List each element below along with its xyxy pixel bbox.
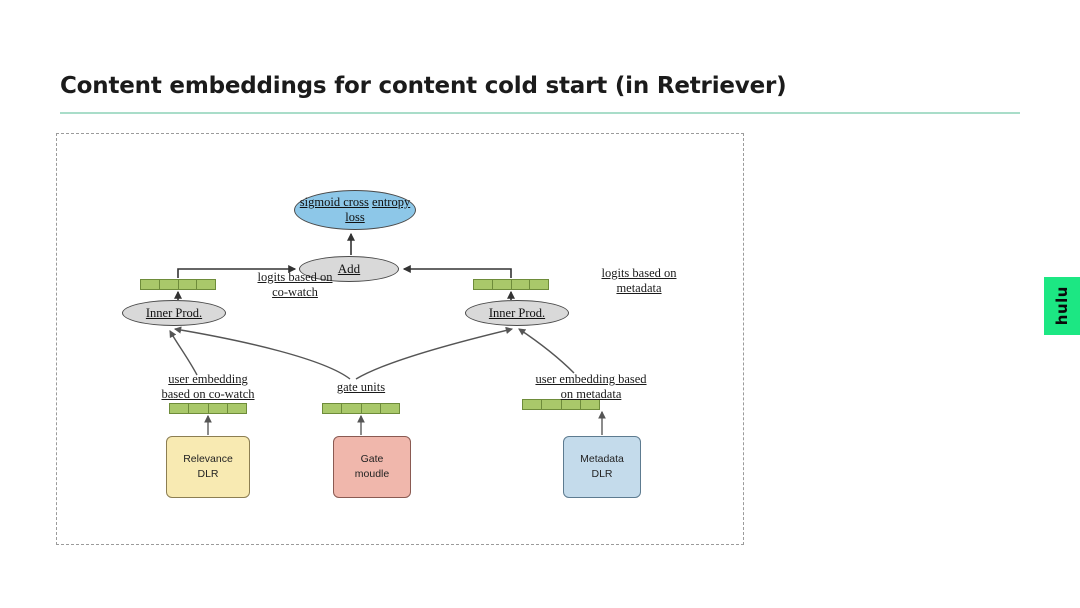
module-metadata-line2: DLR (591, 468, 613, 480)
embedding-cell (170, 404, 190, 413)
module-relevance-line2: DLR (197, 468, 219, 480)
annotation-logits-metadata-line2: metadata (616, 281, 662, 296)
annotation-gate-units: gate units (307, 380, 415, 395)
title-block: Content embeddings for content cold star… (60, 73, 1020, 99)
edge-right-logits-to-add (402, 265, 512, 278)
annotation-logits-metadata: logits based on metadata (556, 266, 722, 297)
hulu-brand-label: hulu (1053, 286, 1071, 326)
embedding-bar-gate-units (322, 403, 400, 414)
annotation-user-meta-line1: user embedding based (535, 372, 647, 386)
embedding-cell (323, 404, 343, 413)
edge-gate-to-innerright (355, 326, 514, 380)
embedding-bar-logits-cowatch (140, 279, 216, 290)
node-inner-prod-right-label: Inner Prod. (488, 306, 546, 320)
annotation-user-meta-line2: on metadata (560, 387, 622, 402)
node-inner-prod-right[interactable]: Inner Prod. (465, 300, 569, 326)
embedding-bar-logits-metadata (473, 279, 549, 290)
annotation-logits-metadata-line1: logits based on (601, 266, 677, 280)
node-inner-prod-left-label: Inner Prod. (145, 306, 203, 320)
node-inner-prod-left[interactable]: Inner Prod. (122, 300, 226, 326)
embedding-cell (381, 404, 399, 413)
module-gate-line1: Gate (360, 452, 384, 465)
edge-usermeta-to-innerright (518, 328, 575, 374)
module-relevance-dlr[interactable]: Relevance DLR (166, 436, 250, 498)
module-metadata-line1: Metadata (580, 452, 624, 465)
annotation-logits-cowatch-line1: logits based on (257, 270, 333, 284)
edge-usercowatch-to-innerleft (169, 330, 198, 376)
title-underline-rule (60, 112, 1020, 114)
page-title: Content embeddings for content cold star… (60, 73, 787, 99)
diagram-dashed-frame (56, 133, 744, 545)
hulu-brand-tab: hulu (1044, 277, 1080, 335)
node-sigmoid-cross-entropy-loss[interactable]: sigmoid cross entropy loss (294, 190, 416, 230)
annotation-user-cowatch-line2: based on co-watch (161, 387, 255, 402)
annotation-logits-cowatch-line2: co-watch (272, 285, 318, 300)
embedding-cell (189, 404, 209, 413)
module-gate-line2: moudle (354, 468, 390, 480)
module-metadata-dlr[interactable]: Metadata DLR (563, 436, 641, 498)
embedding-cell (209, 404, 228, 413)
annotation-user-embedding-cowatch: user embedding based on co-watch (134, 372, 282, 403)
node-add-label: Add (337, 260, 361, 276)
embedding-cell (362, 404, 381, 413)
module-relevance-line1: Relevance (183, 452, 233, 465)
annotation-user-embedding-metadata: user embedding based on metadata (494, 372, 688, 403)
embedding-cell (228, 404, 246, 413)
architecture-diagram: sigmoid cross entropy loss Add Inner Pro… (56, 133, 744, 545)
embedding-bar-user-metadata (522, 399, 600, 410)
embedding-bar-user-cowatch (169, 403, 247, 414)
annotation-gate-units-line1: gate units (336, 380, 386, 394)
embedding-cell (562, 400, 581, 409)
node-loss-line2: entropy loss (345, 195, 411, 224)
embedding-cell (530, 280, 548, 289)
node-loss-line1: sigmoid cross (299, 195, 369, 209)
embedding-cell (197, 280, 215, 289)
annotation-user-cowatch-line1: user embedding (168, 372, 248, 386)
embedding-cell (523, 400, 543, 409)
embedding-cell (493, 280, 512, 289)
annotation-logits-cowatch: logits based on co-watch (220, 270, 370, 301)
module-gate-module[interactable]: Gate moudle (333, 436, 411, 498)
embedding-cell (512, 280, 531, 289)
embedding-cell (474, 280, 493, 289)
embedding-cell (141, 280, 160, 289)
embedding-cell (160, 280, 179, 289)
node-add[interactable]: Add (299, 256, 399, 282)
embedding-cell (542, 400, 562, 409)
embedding-cell (179, 280, 198, 289)
embedding-cell (342, 404, 362, 413)
